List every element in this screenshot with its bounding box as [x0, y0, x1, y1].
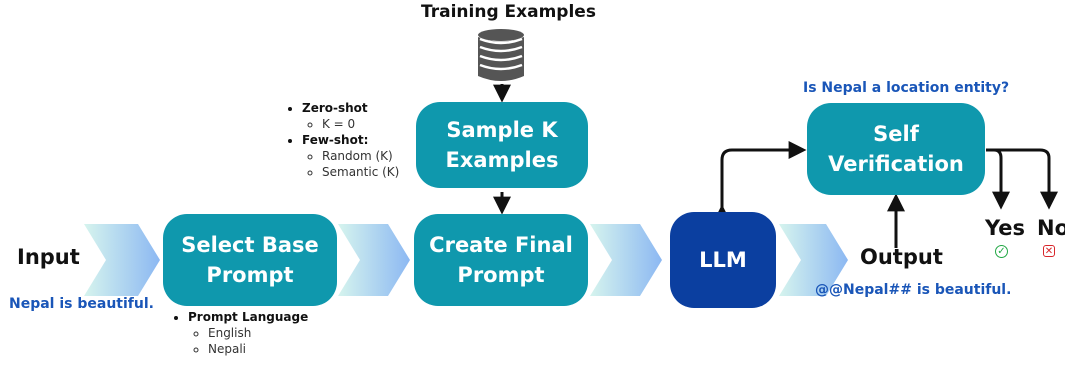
arrow-llm-self: [713, 141, 807, 223]
select-base-prompt-box: Select Base Prompt: [163, 214, 337, 306]
self-verification-box: Self Verification: [807, 103, 985, 195]
training-examples-title: Training Examples: [421, 2, 596, 22]
flow-chevron-4: [779, 224, 848, 296]
few-shot-random: Random (K): [322, 148, 399, 164]
create-final-prompt-box: Create Final Prompt: [414, 214, 588, 306]
zero-shot-k-value: K = 0: [322, 116, 399, 132]
flow-chevron-3: [590, 224, 662, 296]
decision-yes-label: Yes: [985, 216, 1026, 240]
output-example: @@Nepal## is beautiful.: [815, 282, 1012, 298]
output-label: Output: [860, 245, 943, 269]
cross-icon: ✕: [1043, 245, 1055, 257]
verification-question: Is Nepal a location entity?: [803, 80, 1010, 96]
prompt-language-nepali: Nepali: [208, 341, 308, 357]
flow-chevron-1: [84, 224, 160, 296]
prompt-language-english: English: [208, 325, 308, 341]
llm-box: LLM: [670, 212, 776, 308]
shot-option-few: Few-shot: Random (K) Semantic (K): [302, 132, 399, 180]
arrow-self-to-no: [986, 148, 1058, 210]
arrow-self-to-yes: [986, 148, 1010, 210]
input-label: Input: [17, 245, 80, 269]
decision-no-label: No: [1037, 216, 1065, 240]
prompt-language-list: Prompt Language English Nepali: [172, 309, 308, 357]
input-example: Nepal is beautiful.: [9, 296, 154, 312]
database-icon: [478, 29, 524, 81]
flow-chevron-2: [338, 224, 410, 296]
shot-options-list: Zero-shot K = 0 Few-shot: Random (K) Sem…: [286, 100, 399, 180]
check-icon: ✓: [995, 245, 1008, 258]
few-shot-semantic: Semantic (K): [322, 164, 399, 180]
shot-option-zero: Zero-shot K = 0: [302, 100, 399, 132]
prompt-language-heading: Prompt Language English Nepali: [188, 309, 308, 357]
sample-k-examples-box: Sample K Examples: [416, 102, 588, 188]
